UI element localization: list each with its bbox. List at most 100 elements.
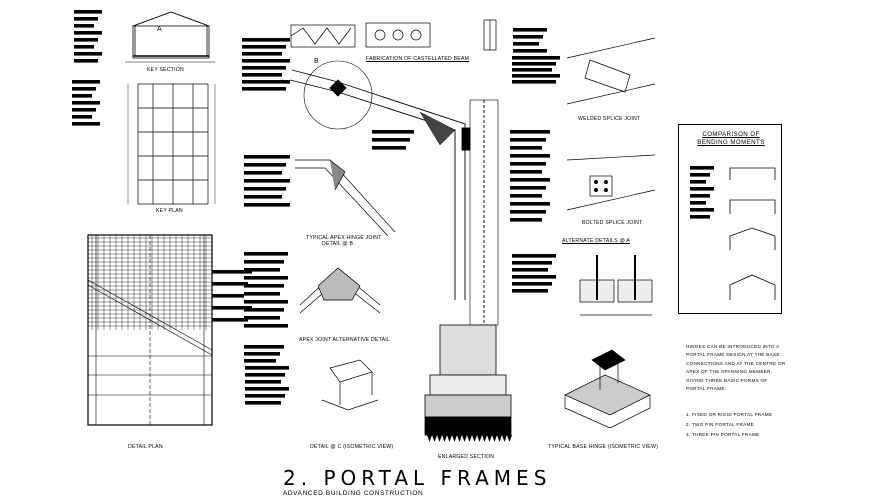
label-bar — [74, 31, 102, 35]
label-bar — [510, 218, 542, 222]
label-bar — [244, 195, 282, 199]
label-bar — [244, 352, 280, 356]
label-bar — [245, 394, 285, 398]
caption-detail-plan: DETAIL PLAN — [128, 444, 163, 450]
label-bar — [512, 289, 548, 293]
note-text: HINGES CAN BE INTRODUCED INTO A PORTAL F… — [686, 344, 786, 392]
caption-welded: WELDED SPLICE JOINT — [578, 116, 641, 122]
ground-spike — [487, 435, 492, 442]
label-bar — [72, 87, 96, 91]
label-bar — [244, 292, 280, 296]
label-bar — [244, 324, 288, 328]
label-bar — [242, 73, 282, 77]
caption-typical-apex: TYPICAL APEX HINGE JOINT — [306, 235, 382, 241]
label-bar — [72, 80, 100, 84]
label-bar — [512, 282, 552, 286]
label-bar — [510, 146, 542, 150]
caption-apex-alt: APEX JOINT ALTERNATIVE DETAIL — [299, 337, 391, 343]
label-bar — [690, 201, 706, 205]
label-bar — [512, 68, 552, 72]
caption-fabrication: FABRICATION OF CASTELLATED BEAM — [366, 56, 470, 62]
label-bar — [244, 359, 276, 363]
label-bar — [244, 308, 284, 312]
caption-enlarged: ENLARGED SECTION — [438, 454, 495, 460]
note-item: 2. TWO PIN PORTAL FRAME — [686, 422, 754, 427]
label-bar — [244, 171, 282, 175]
label-bar — [244, 179, 290, 183]
foundation-section — [424, 324, 512, 442]
label-bar — [72, 94, 92, 98]
label-bar — [512, 56, 560, 60]
label-bar — [690, 180, 706, 184]
ground-spike — [497, 435, 502, 442]
label-bar — [513, 35, 543, 39]
comparison-box: COMPARISON OF BENDING MOMENTS — [678, 124, 782, 314]
caption-detail-b: DETAIL @ B — [322, 241, 354, 247]
ground-spike — [457, 435, 462, 442]
label-bar — [512, 80, 556, 84]
label-bar — [212, 270, 252, 274]
label-bar — [512, 74, 560, 78]
label-bar — [510, 202, 550, 206]
label-bar — [510, 154, 550, 158]
note-list: 1. FIXED OR RIGID PORTAL FRAME 2. TWO PI… — [686, 410, 772, 440]
label-bar — [510, 194, 542, 198]
label-bar — [242, 45, 286, 49]
label-bar — [244, 316, 280, 320]
label-bar — [510, 138, 546, 142]
ground-spike — [462, 435, 467, 442]
label-bar — [510, 130, 550, 134]
ground-spike — [507, 435, 512, 442]
castellated-beam-drawing — [290, 19, 497, 51]
caption-base-hinge: TYPICAL BASE HINGE (ISOMETRIC VIEW) — [548, 444, 658, 450]
label-bar — [510, 170, 542, 174]
drawing-title: 2. PORTAL FRAMES — [283, 466, 552, 490]
label-bar — [512, 275, 556, 279]
label-bar — [244, 345, 284, 349]
ground-spike — [492, 435, 497, 442]
label-bar — [513, 28, 547, 32]
label-bar — [242, 66, 286, 70]
marker-b: B — [314, 58, 319, 65]
label-bar — [245, 366, 289, 370]
label-bar — [244, 187, 286, 191]
drawing-subtitle: ADVANCED BUILDING CONSTRUCTION — [283, 490, 424, 497]
label-bar — [74, 45, 94, 49]
ground-spike — [472, 435, 477, 442]
label-bar — [244, 284, 284, 288]
label-bar — [74, 17, 98, 21]
label-bar — [690, 187, 714, 191]
label-bar — [74, 24, 94, 28]
caption-detail-c: DETAIL @ C (ISOMETRIC VIEW) — [310, 444, 394, 450]
ground-spike — [452, 435, 457, 442]
label-bar — [244, 268, 280, 272]
caption-bolted: BOLTED SPLICE JOINT — [582, 220, 643, 226]
label-bar — [512, 261, 552, 265]
label-bar — [244, 155, 290, 159]
label-bar — [72, 101, 100, 105]
label-bar — [244, 276, 288, 280]
label-bar — [74, 59, 98, 63]
splice-joints — [566, 37, 656, 211]
label-bar — [510, 210, 546, 214]
note-item: 1. FIXED OR RIGID PORTAL FRAME — [686, 412, 773, 417]
label-bar — [244, 260, 284, 264]
ground-spike — [432, 435, 437, 442]
detail-c-isometric — [321, 359, 379, 411]
label-bars — [72, 10, 714, 405]
label-bar — [212, 306, 252, 310]
label-bar — [690, 208, 714, 212]
label-bar — [245, 380, 281, 384]
label-bar — [513, 49, 547, 53]
ground-spike — [427, 435, 432, 442]
label-bar — [245, 401, 281, 405]
label-bar — [242, 87, 286, 91]
key-section-drawing — [125, 11, 215, 63]
label-bar — [72, 115, 92, 119]
ground-spike — [442, 435, 447, 442]
label-bar — [513, 42, 539, 46]
ground-spike — [447, 435, 452, 442]
note-item: 3. THREE PIN PORTAL FRAME — [686, 432, 760, 437]
ground-spike — [502, 435, 507, 442]
label-bar — [690, 215, 710, 219]
